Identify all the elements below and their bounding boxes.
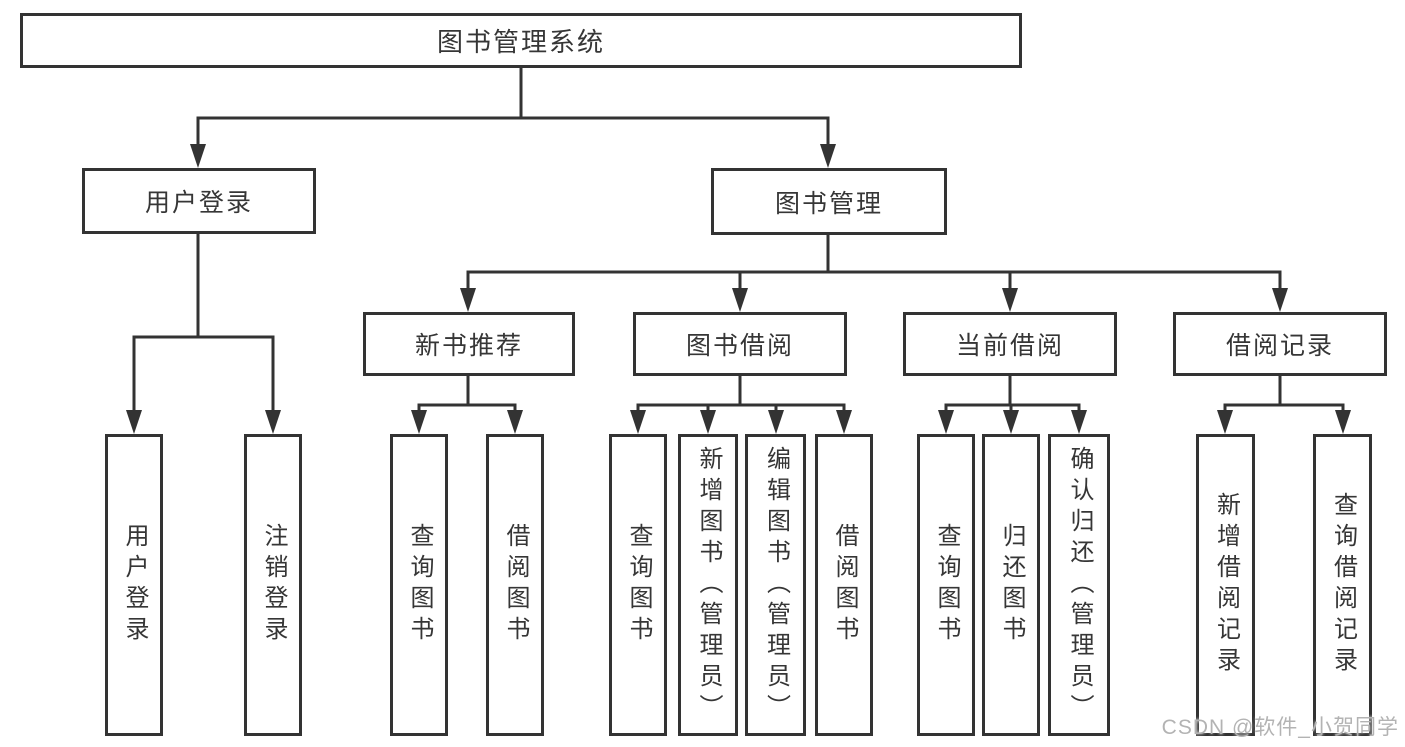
leaf-user-login: 用户登录: [105, 434, 163, 736]
leaf-edit-book-admin: 编辑图书（管理员）: [745, 434, 806, 736]
leaf-confirm-return-admin: 确认归还（管理员）: [1048, 434, 1110, 736]
node-user-login: 用户登录: [82, 168, 316, 234]
leaf-borrow-books: 借阅图书: [815, 434, 873, 736]
leaf-add-book-admin: 新增图书（管理员）: [678, 434, 738, 736]
leaf-logout: 注销登录: [244, 434, 302, 736]
node-current-borrowing: 当前借阅: [903, 312, 1117, 376]
leaf-query-books-recommend: 查询图书: [390, 434, 448, 736]
leaf-borrow-books-recommend: 借阅图书: [486, 434, 544, 736]
leaf-query-borrow-record: 查询借阅记录: [1313, 434, 1372, 736]
node-book-management: 图书管理: [711, 168, 947, 235]
node-library-management-system: 图书管理系统: [20, 13, 1022, 68]
leaf-query-books-current: 查询图书: [917, 434, 975, 736]
node-borrowing-records: 借阅记录: [1173, 312, 1387, 376]
csdn-watermark: CSDN @软件_小贺同学: [1161, 716, 1399, 739]
leaf-return-book: 归还图书: [982, 434, 1040, 736]
node-book-borrowing: 图书借阅: [633, 312, 847, 376]
leaf-query-books-borrow: 查询图书: [609, 434, 667, 736]
node-new-book-recommendation: 新书推荐: [363, 312, 575, 376]
leaf-add-borrow-record: 新增借阅记录: [1196, 434, 1255, 736]
